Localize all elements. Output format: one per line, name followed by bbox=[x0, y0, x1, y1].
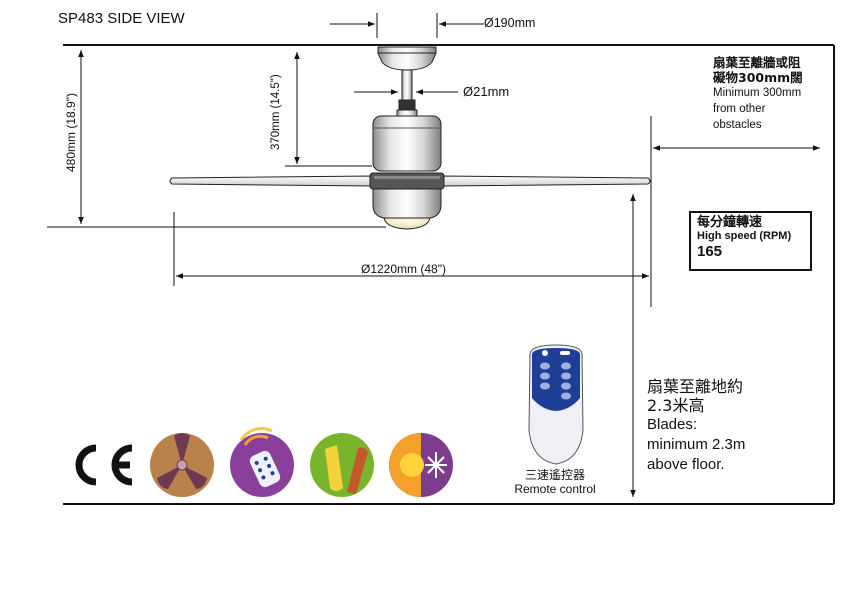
speed-value: 165 bbox=[697, 243, 723, 260]
overall-drop-dimension bbox=[47, 50, 386, 228]
speed-en-label: High speed (RPM) bbox=[697, 230, 792, 242]
downrod-diameter-label: Ø21mm bbox=[463, 84, 510, 99]
speed-zh-label: 每分鐘轉速 bbox=[697, 215, 763, 230]
remote-signal-icon bbox=[230, 427, 294, 497]
remote-zh-label: 三速遙控器 bbox=[524, 468, 585, 482]
height-zh-line1: 扇葉至離地約 bbox=[647, 377, 744, 396]
canopy-diameter-label: Ø190mm bbox=[484, 16, 536, 30]
clearance-en-line2: from other bbox=[713, 103, 766, 115]
sweep-dimension bbox=[173, 116, 652, 307]
speed-box: 每分鐘轉速 High speed (RPM) 165 bbox=[689, 211, 812, 271]
canopy-dimension bbox=[330, 13, 484, 38]
blade-colours-icon bbox=[310, 433, 374, 497]
sweep-diameter-label: Ø1220mm (48") bbox=[361, 262, 446, 276]
clearance-en-line1: Minimum 300mm bbox=[713, 87, 802, 99]
height-en-line2: minimum 2.3m bbox=[647, 436, 746, 453]
clearance-zh-line1: 扇葉至離牆或阻 bbox=[713, 55, 801, 70]
height-en-line3: above floor. bbox=[647, 456, 725, 473]
summer-winter-icon bbox=[389, 433, 453, 497]
clearance-en-line3: obstacles bbox=[713, 119, 762, 131]
fan-blades-icon bbox=[150, 433, 214, 497]
page-title: SP483 SIDE VIEW bbox=[58, 10, 185, 27]
ceiling-fan bbox=[169, 46, 651, 230]
clearance-zh-line2: 礙物300mm闊 bbox=[713, 70, 803, 85]
remote-control-illustration bbox=[528, 344, 584, 465]
height-zh-line2: 2.3米高 bbox=[647, 396, 705, 415]
blade-height-note: 扇葉至離地約 2.3米高 Blades: minimum 2.3m above … bbox=[647, 377, 827, 475]
clearance-note: 扇葉至離牆或阻 礙物300mm闊 Minimum 300mm from othe… bbox=[713, 55, 833, 133]
height-en-line1: Blades: bbox=[647, 416, 698, 433]
ce-mark-icon bbox=[75, 444, 133, 486]
downrod-drop-label: 370mm (14.5") bbox=[270, 74, 282, 150]
remote-label: 三速遙控器 Remote control bbox=[503, 468, 607, 496]
remote-en-label: Remote control bbox=[514, 482, 596, 496]
frame bbox=[63, 44, 835, 505]
downrod-drop-dimension bbox=[285, 52, 372, 167]
overall-drop-label: 480mm (18.9") bbox=[64, 93, 78, 172]
